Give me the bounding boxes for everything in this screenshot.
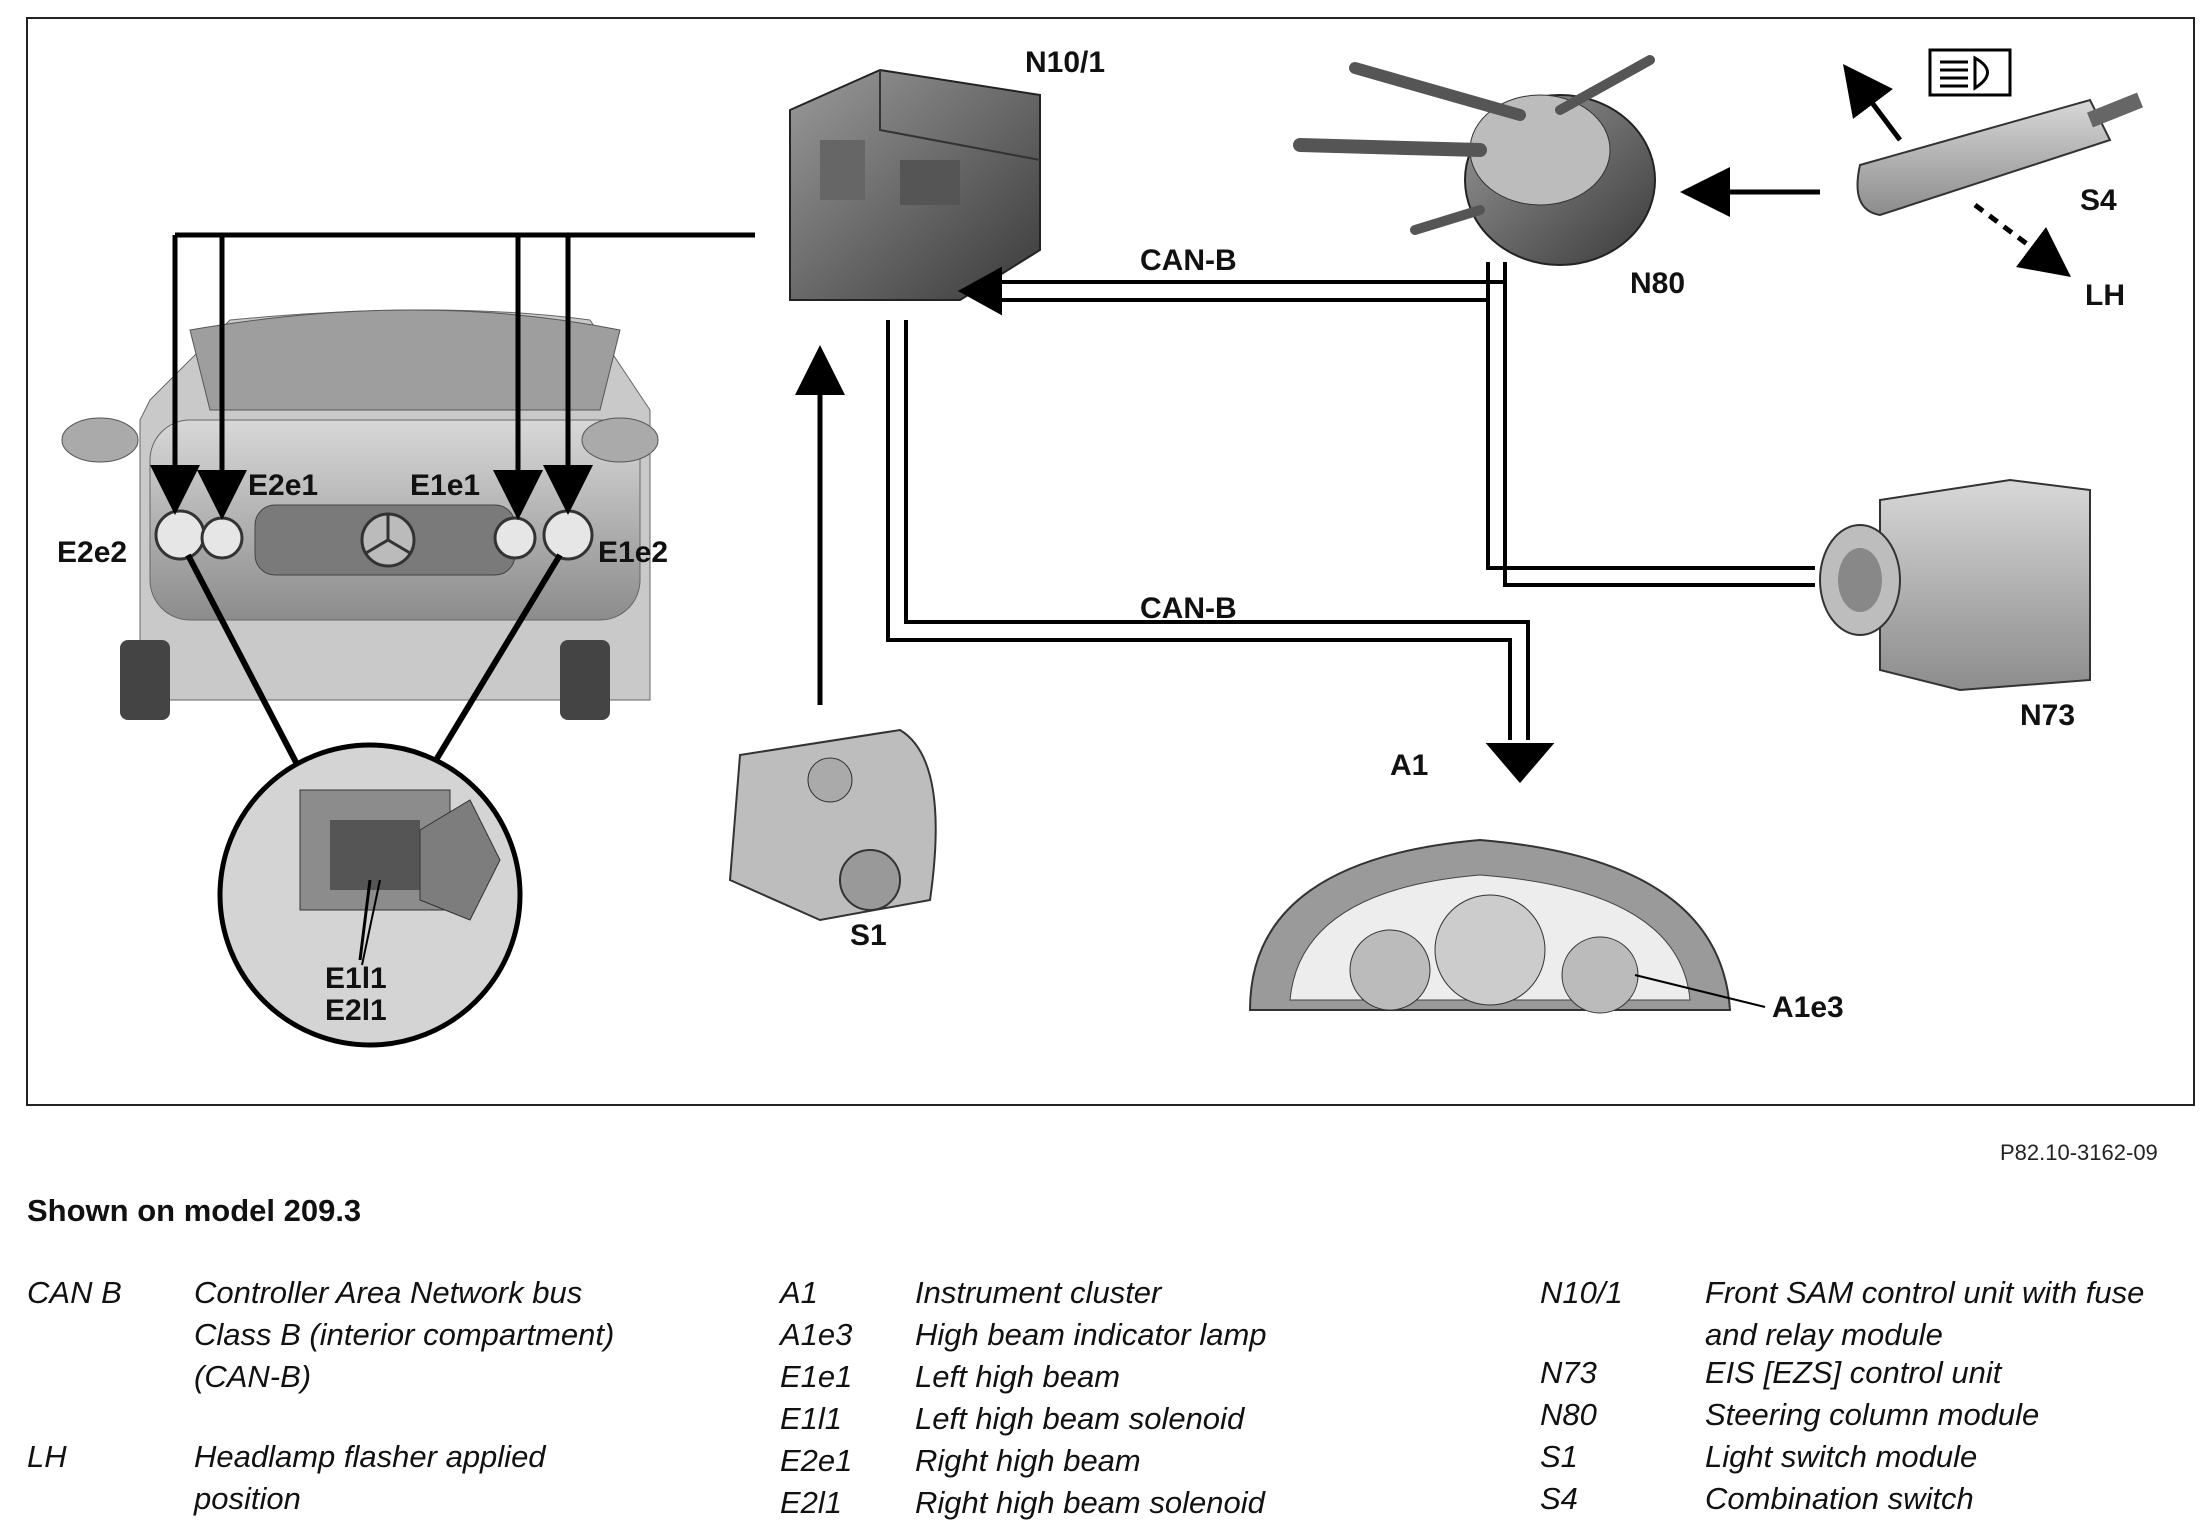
e1l1-leader (361, 879, 381, 966)
can-b-lower-bus (886, 320, 1555, 784)
legend-desc: Controller Area Network bus Class B (int… (194, 1275, 615, 1394)
headlamp-e2e1-icon (200, 516, 244, 560)
label-can-b-top: CAN-B (1140, 244, 1237, 277)
label-e1e2: E1e2 (598, 536, 668, 569)
label-e2e1: E2e1 (248, 469, 318, 502)
headlamp-e1e2-icon (542, 509, 594, 561)
label-e2e2: E2e2 (57, 536, 127, 569)
system-diagram: N10/1 N80 S4 LH CAN-B CAN-B E2e1 E1e1 E2… (26, 17, 2195, 1106)
legend-item-can-b: CAN B Controller Area Network bus Class … (27, 1272, 757, 1436)
eis-control-unit-icon (1819, 478, 2091, 692)
can-b-upper-bus (957, 262, 1815, 587)
headlamp-control-lines (150, 232, 755, 520)
label-e1e1: E1e1 (410, 469, 480, 502)
combination-switch-icon (1856, 92, 2143, 217)
label-n10-1: N10/1 (1025, 46, 1105, 79)
car-front-view-icon (61, 309, 659, 720)
label-n80: N80 (1630, 267, 1685, 300)
high-beam-symbol-icon (1928, 48, 2012, 97)
instrument-cluster-icon (1248, 838, 1732, 1014)
label-e2l1: E2l1 (325, 994, 387, 1027)
legend-column-1: CAN B Controller Area Network bus Class … (27, 1272, 757, 1526)
label-a1e3: A1e3 (1772, 991, 1844, 1024)
legend-column-3: N10/1 Front SAM control unit with fuse a… (1540, 1272, 2200, 1520)
sam-control-unit-icon (789, 68, 1041, 301)
model-note: Shown on model 209.3 (27, 1193, 362, 1228)
legend-item-n10-1: N10/1 Front SAM control unit with fuse a… (1540, 1275, 2145, 1352)
high-beam-arrow (1843, 64, 1902, 142)
steering-column-module-icon (1293, 55, 1656, 266)
label-s4: S4 (2080, 184, 2117, 217)
headlamp-detail-magnifier-icon (185, 553, 563, 1048)
label-e1l1: E1l1 (325, 962, 387, 995)
label-s1: S1 (850, 919, 887, 952)
legend-desc: Headlamp flasher applied position (194, 1439, 546, 1516)
headlamp-e1e1-icon (493, 516, 537, 560)
label-can-b-bottom: CAN-B (1140, 592, 1237, 625)
figure-reference: P82.10-3162-09 (2000, 1140, 2158, 1165)
a1e3-leader (1634, 974, 1766, 1008)
legend-code: CAN B (27, 1275, 122, 1310)
light-switch-module-icon (728, 728, 937, 922)
legend-item-lh: LH Headlamp flasher applied position (27, 1436, 757, 1526)
headlamp-e2e2-icon (154, 509, 206, 561)
label-a1: A1 (1390, 749, 1428, 782)
label-n73: N73 (2020, 699, 2075, 732)
label-lh: LH (2085, 279, 2125, 312)
legend-code: LH (27, 1439, 67, 1474)
